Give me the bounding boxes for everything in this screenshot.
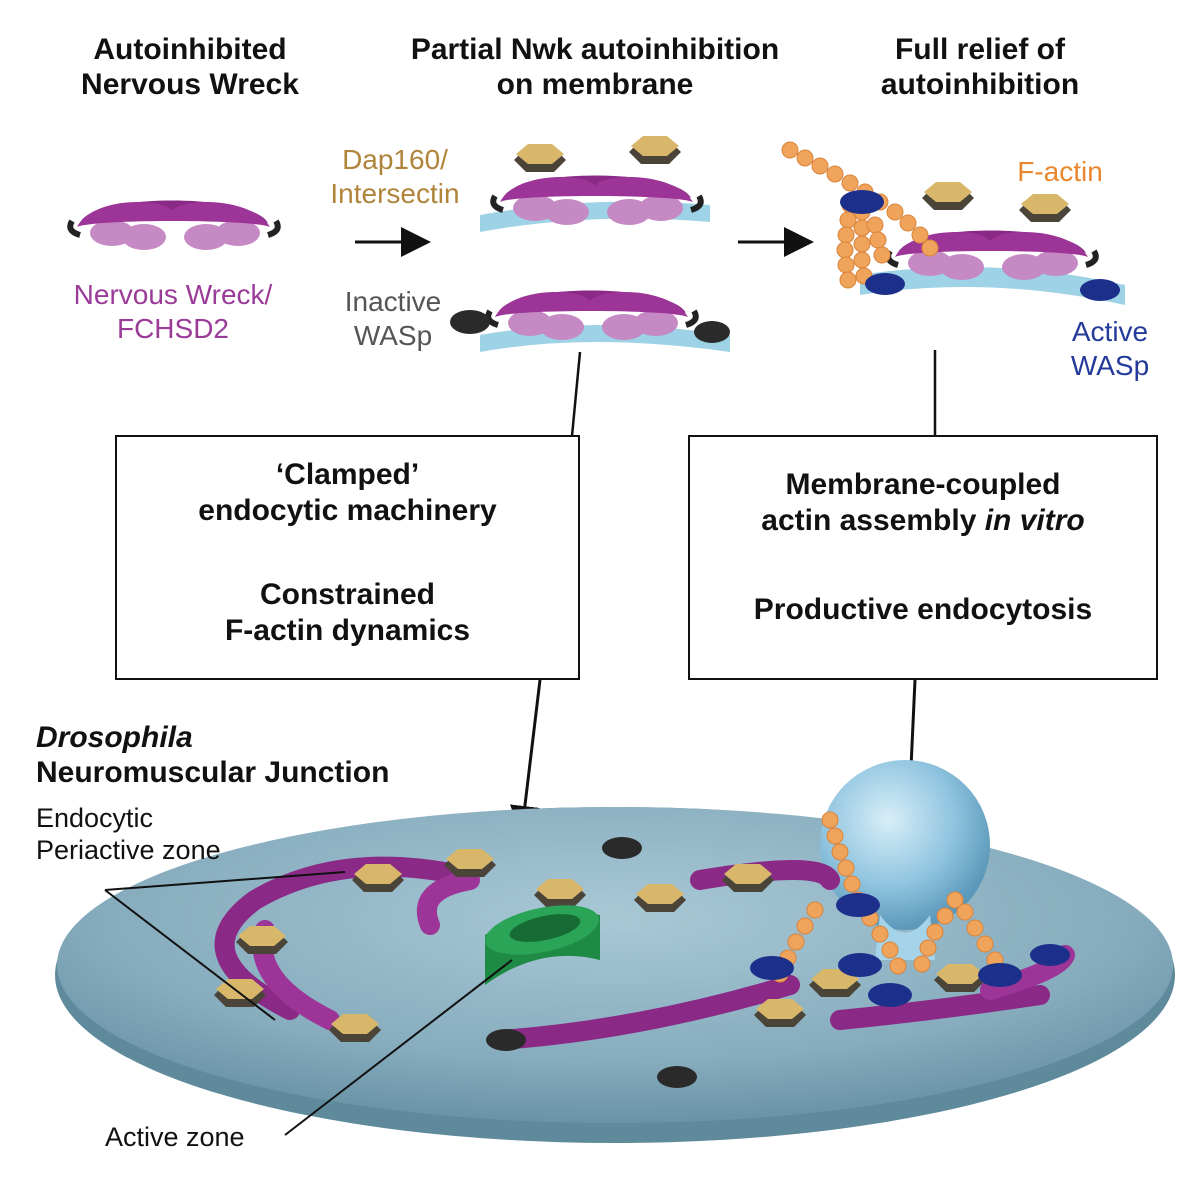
label-dap-line1: Dap160/ <box>342 144 448 175</box>
active-zone-shape <box>485 905 600 985</box>
header-partial: Partial Nwk autoinhibition on membrane <box>380 32 810 102</box>
clamped-line2: endocytic machinery <box>198 494 497 527</box>
active-zone-text: Active zone <box>105 1122 245 1152</box>
membrane-coupled-box: Membrane-coupled actin assembly in vitro… <box>688 435 1158 680</box>
factin-nmj <box>771 811 1012 985</box>
label-nwk-line1: Nervous Wreck/ <box>73 279 273 310</box>
membrane-line1: Membrane-coupled <box>785 468 1061 501</box>
active-wasp-nmj <box>750 893 1070 1007</box>
clamped-line1: ‘Clamped’ <box>275 458 420 491</box>
membrane-right <box>860 267 1125 305</box>
periactive-line1: Endocytic <box>36 803 154 833</box>
header-full-relief: Full relief of autoinhibition <box>860 32 1100 102</box>
membrane-line2: actin assembly in vitro <box>690 503 1156 539</box>
inactive-wasp-shape <box>450 310 490 334</box>
label-nervous-wreck: Nervous Wreck/ FCHSD2 <box>28 278 318 345</box>
autoinhibited-nwk <box>70 201 278 251</box>
label-inactive-wasp: Inactive WASp <box>328 285 458 352</box>
periactive-line2: Periactive zone <box>36 834 221 865</box>
header-col3-line1: Full relief of <box>894 33 1065 66</box>
membrane-coupled-sub: Productive endocytosis <box>690 592 1156 628</box>
label-dap-line2: Intersectin <box>330 177 460 209</box>
clamped-box-title: ‘Clamped’ endocytic machinery <box>117 457 578 529</box>
arrow-3 <box>509 679 542 836</box>
label-factin: F-actin <box>1000 155 1120 189</box>
membrane-coupled-title: Membrane-coupled actin assembly in vitro <box>690 467 1156 539</box>
membrane-line3: Productive endocytosis <box>753 593 1093 626</box>
header-col2-line2: on membrane <box>496 68 694 102</box>
label-dap160: Dap160/ Intersectin <box>310 143 480 210</box>
header-col1-line2: Nervous Wreck <box>81 68 299 102</box>
clamped-box-sub: Constrained F-actin dynamics <box>117 577 578 649</box>
label-factin-text: F-actin <box>1017 156 1103 187</box>
label-active-line2: WASp <box>1070 349 1150 381</box>
label-active-zone: Active zone <box>105 1122 245 1154</box>
header-col3-line2: autoinhibition <box>880 68 1080 102</box>
header-autoinhibited: Autoinhibited Nervous Wreck <box>65 32 315 102</box>
label-active-line1: Active <box>1071 316 1149 347</box>
header-col1-line1: Autoinhibited <box>93 33 287 66</box>
nmj-title: Drosophila Neuromuscular Junction <box>36 720 389 790</box>
nmj-title-italic: Drosophila <box>36 721 193 754</box>
clamped-line3: Constrained <box>259 578 436 611</box>
membrane-line2-plain: actin assembly <box>761 504 985 537</box>
label-periactive: Endocytic Periactive zone <box>36 803 221 866</box>
header-col2-line1: Partial Nwk autoinhibition <box>410 33 780 66</box>
label-inactive-line1: Inactive <box>344 286 442 317</box>
nmj-title-bold: Neuromuscular Junction <box>36 756 390 790</box>
label-nwk-line2: FCHSD2 <box>116 312 229 344</box>
clamped-line4: F-actin dynamics <box>224 614 471 647</box>
membrane-line2-italic: in vitro <box>984 504 1085 537</box>
endocytic-vesicle <box>820 760 990 930</box>
label-inactive-line2: WASp <box>353 319 433 351</box>
clamped-box: ‘Clamped’ endocytic machinery Constraine… <box>115 435 580 680</box>
label-active-wasp: Active WASp <box>1055 315 1165 382</box>
